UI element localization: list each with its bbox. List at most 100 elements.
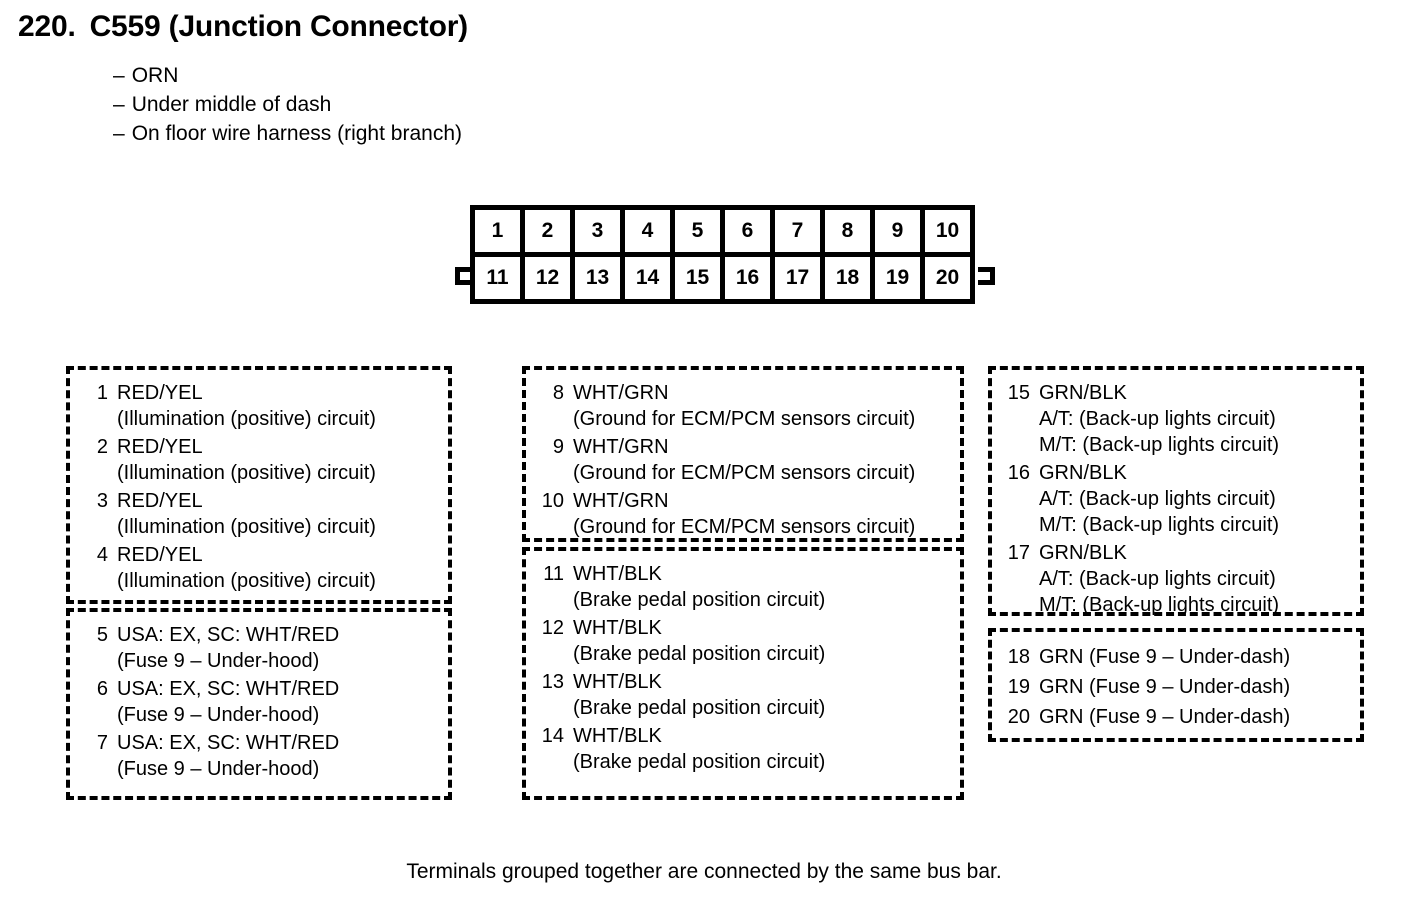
connector-pin-cell[interactable]: 16 bbox=[720, 252, 770, 299]
terminal-description: WHT/BLK (Brake pedal position circuit) bbox=[573, 561, 825, 613]
terminal-description: RED/YEL(Illumination (positive) circuit) bbox=[117, 488, 376, 540]
terminal-description: RED/YEL(Illumination (positive) circuit) bbox=[117, 542, 376, 594]
connector-pin-cell[interactable]: 13 bbox=[570, 252, 620, 299]
terminal-entry: 8 WHT/GRN(Ground for ECM/PCM sensors circ… bbox=[534, 380, 954, 432]
connector-pin-cell[interactable]: 17 bbox=[770, 252, 820, 299]
terminal-wire-color: WHT/BLK bbox=[573, 671, 662, 693]
connector-right-locking-tab bbox=[978, 267, 995, 285]
terminal-description: USA: EX, SC: WHT/RED(Fuse 9 – Under-hood… bbox=[117, 622, 339, 674]
terminal-wire-color: RED/YEL bbox=[117, 544, 203, 566]
connector-pin-cell[interactable]: 6 bbox=[720, 210, 770, 252]
connector-pin-cell[interactable]: 5 bbox=[670, 210, 720, 252]
spec-bullet-dash: – bbox=[113, 64, 125, 87]
spec-line-text: On floor wire harness (right branch) bbox=[131, 122, 462, 145]
terminal-pin-number: 6 bbox=[96, 678, 108, 700]
terminal-pin-number: 13 bbox=[541, 671, 564, 693]
terminal-pin-number: 4 bbox=[96, 544, 108, 566]
spec-line: –Under middle of dash bbox=[113, 90, 462, 119]
terminal-entry: 10 WHT/GRN (Ground for ECM/PCM sensors cir… bbox=[534, 488, 954, 540]
terminal-pin-number: 19 bbox=[1007, 676, 1030, 698]
terminal-wire-color: WHT/BLK bbox=[573, 617, 662, 639]
terminal-entry: 6 USA: EX, SC: WHT/RED (Fuse 9 – Under-hoo… bbox=[78, 676, 442, 728]
terminal-circuit-name: (Ground for ECM/PCM sensors circuit) bbox=[573, 462, 916, 484]
terminal-wire-color: GRN (Fuse 9 – Under-dash) bbox=[1039, 646, 1291, 668]
terminal-wire-color: USA: EX, SC: WHT/RED bbox=[117, 678, 340, 700]
terminal-pin-number: 12 bbox=[541, 617, 564, 639]
terminal-description: WHT/BLK(Brake pedal position circuit) bbox=[573, 615, 825, 667]
connector-pin-cell[interactable]: 4 bbox=[620, 210, 670, 252]
connector-pin-cell[interactable]: 2 bbox=[520, 210, 570, 252]
terminal-pin-number: 20 bbox=[1007, 706, 1030, 728]
terminal-description: GRN (Fuse 9 – Under-dash) bbox=[1039, 672, 1290, 702]
terminal-description: USA: EX, SC: WHT/RED (Fuse 9 – Under-hood… bbox=[117, 676, 339, 728]
terminal-wire-color: GRN/BLK bbox=[1039, 462, 1127, 484]
terminal-wire-color: GRN/BLK bbox=[1039, 382, 1127, 404]
connector-pin-cell[interactable]: 8 bbox=[820, 210, 870, 252]
terminal-circuit-name: M/T: (Back-up lights circuit) bbox=[1039, 594, 1280, 616]
terminal-wire-color: RED/YEL bbox=[117, 436, 203, 458]
terminal-wire-color: GRN/BLK bbox=[1039, 542, 1127, 564]
terminal-description: GRN (Fuse 9 – Under-dash) bbox=[1039, 642, 1290, 672]
terminal-circuit-name: (Ground for ECM/PCM sensors circuit) bbox=[573, 408, 916, 430]
terminal-entry: 5 USA: EX, SC: WHT/RED(Fuse 9 – Under-hoo… bbox=[78, 622, 442, 674]
terminal-pin-number: 8 bbox=[552, 382, 564, 404]
terminal-circuit-name: A/T: (Back-up lights circuit) bbox=[1039, 408, 1276, 430]
terminal-circuit-name: (Illumination (positive) circuit) bbox=[117, 516, 376, 538]
connector-pin-cell[interactable]: 10 bbox=[920, 210, 970, 252]
connector-pin-cell[interactable]: 19 bbox=[870, 252, 920, 299]
connector-pin-cell[interactable]: 15 bbox=[670, 252, 720, 299]
terminal-circuit-name: (Brake pedal position circuit) bbox=[573, 751, 826, 773]
terminal-wire-color: WHT/GRN bbox=[573, 490, 669, 512]
terminal-wire-color: RED/YEL bbox=[117, 382, 203, 404]
connector-pin-cell[interactable]: 12 bbox=[520, 252, 570, 299]
terminal-pin-number: 14 bbox=[541, 725, 564, 747]
spec-line-text: ORN bbox=[131, 64, 179, 87]
connector-pin-cell[interactable]: 7 bbox=[770, 210, 820, 252]
connector-pin-cell[interactable]: 20 bbox=[920, 252, 970, 299]
terminal-circuit-name: M/T: (Back-up lights circuit) bbox=[1039, 514, 1280, 536]
terminal-pin-number: 3 bbox=[96, 490, 108, 512]
terminal-circuit-name: (Illumination (positive) circuit) bbox=[117, 462, 376, 484]
terminal-description: USA: EX, SC: WHT/RED(Fuse 9 – Under-hood… bbox=[117, 730, 339, 782]
spec-line: –ORN bbox=[113, 61, 462, 90]
terminal-description: WHT/GRN(Ground for ECM/PCM sensors circu… bbox=[573, 380, 915, 432]
terminal-circuit-name: (Ground for ECM/PCM sensors circuit) bbox=[573, 516, 916, 538]
connector-pin-cell[interactable]: 1 bbox=[491, 219, 504, 242]
terminal-circuit-name: (Fuse 9 – Under-hood) bbox=[117, 704, 320, 726]
connector-pin-cell[interactable]: 14 bbox=[620, 252, 670, 299]
terminal-entry: 4 RED/YEL(Illumination (positive) circuit… bbox=[78, 542, 442, 594]
terminal-pin-number: 11 bbox=[543, 563, 564, 585]
terminal-pin-number: 2 bbox=[96, 436, 108, 458]
terminal-entry: 12 WHT/BLK(Brake pedal position circuit) bbox=[534, 615, 954, 667]
terminal-wire-color: USA: EX, SC: WHT/RED bbox=[117, 624, 340, 646]
terminal-wire-color: WHT/BLK bbox=[573, 563, 662, 585]
spec-line: –On floor wire harness (right branch) bbox=[113, 119, 462, 148]
terminal-description: WHT/BLK(Brake pedal position circuit) bbox=[573, 723, 825, 775]
terminal-circuit-name: (Fuse 9 – Under-hood) bbox=[117, 758, 320, 780]
terminal-entry: 15 GRN/BLK A/T: (Back-up lights circuit) M/… bbox=[1000, 380, 1354, 458]
connector-pin-cell[interactable]: 3 bbox=[570, 210, 620, 252]
connector-pin-cell[interactable]: 11 bbox=[475, 252, 520, 299]
terminal-entry: 19 GRN (Fuse 9 – Under-dash) bbox=[1000, 672, 1354, 702]
terminal-description: GRN/BLK A/T: (Back-up lights circuit) M/T:… bbox=[1039, 540, 1279, 618]
connector-pin-cell[interactable]: 18 bbox=[820, 252, 870, 299]
terminal-pin-number: 5 bbox=[96, 624, 108, 646]
terminal-pin-number: 16 bbox=[1007, 462, 1030, 484]
terminal-pin-number: 9 bbox=[552, 436, 564, 458]
terminal-circuit-name: (Brake pedal position circuit) bbox=[573, 589, 826, 611]
terminal-pin-number: 15 bbox=[1007, 382, 1030, 404]
terminal-circuit-name: M/T: (Back-up lights circuit) bbox=[1039, 434, 1280, 456]
terminal-pin-number: 10 bbox=[541, 490, 564, 512]
connector-pin-cell[interactable]: 9 bbox=[870, 210, 920, 252]
terminal-circuit-name: A/T: (Back-up lights circuit) bbox=[1039, 568, 1276, 590]
